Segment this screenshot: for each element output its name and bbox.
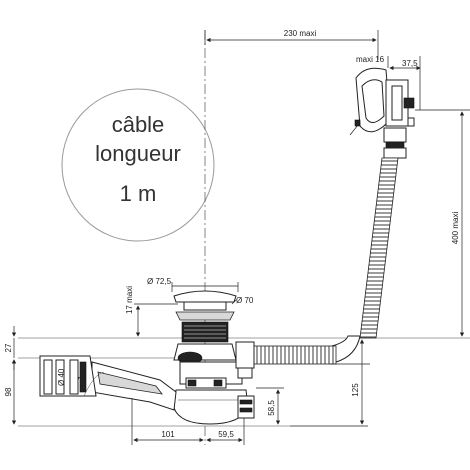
horizontal-flex-hose [251, 345, 337, 365]
dim-98: 98 [4, 359, 17, 425]
dim-17: 17 maxi [125, 286, 178, 337]
dim-17-label: 17 maxi [125, 286, 134, 314]
dim-400: 400 maxi [415, 109, 470, 337]
dim-d70: Ø 70 [231, 296, 254, 305]
dim-98-label: 98 [4, 387, 13, 396]
overflow-assembly [349, 67, 415, 159]
dim-27-label: 27 [4, 343, 13, 352]
dim-27: 27 [4, 326, 17, 370]
cable-note-line3: 1 m [120, 181, 157, 206]
dim-d40: Ø 40 [57, 368, 66, 386]
dim-400-label: 400 maxi [451, 212, 460, 245]
dim-125: 125 [290, 339, 370, 427]
dim-59-5-label: 59,5 [218, 430, 234, 439]
dim-maxi16-label: maxi 16 [356, 55, 385, 64]
dim-125-label: 125 [351, 383, 360, 397]
dim-d72-5-label: Ø 72,5 [147, 277, 172, 286]
dim-d70-label: Ø 70 [236, 296, 254, 305]
dim-58-5: 58,5 [256, 387, 284, 425]
trap [173, 389, 255, 425]
cable-note-line1: câble [112, 112, 165, 137]
dim-d72-5: Ø 72,5 [147, 277, 239, 292]
drain-body [173, 321, 255, 389]
vertical-flex-hose [359, 157, 399, 339]
dim-overflow-top: maxi 16 37,5 [356, 55, 421, 110]
dim-230: 230 maxi [204, 29, 379, 60]
dim-230-label: 230 maxi [284, 29, 317, 38]
dim-d40-label: Ø 40 [57, 368, 66, 386]
dim-58-5-label: 58,5 [267, 400, 276, 416]
dim-bottom: 101 59,5 [131, 398, 245, 445]
cable-length-note: câble longueur 1 m [61, 88, 215, 242]
drain-plug [173, 290, 237, 321]
cable-note-line2: longueur [95, 141, 181, 166]
outlet-pipe [39, 355, 177, 411]
dim-37-5-label: 37,5 [402, 59, 418, 68]
dim-101-label: 101 [161, 430, 175, 439]
